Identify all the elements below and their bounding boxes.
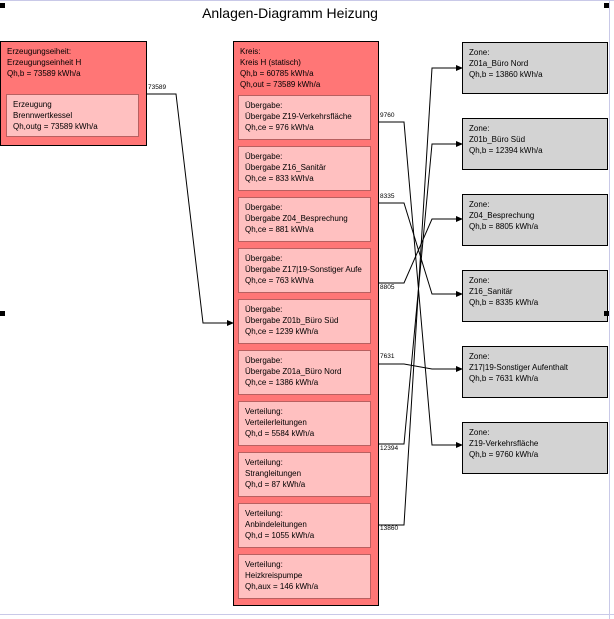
node-text: Zone: bbox=[469, 276, 490, 285]
diagram-title: Anlagen-Diagramm Heizung bbox=[202, 5, 378, 21]
selection-handle[interactable] bbox=[604, 3, 609, 8]
edge-to-z19 bbox=[378, 121, 463, 448]
node-text: Qh,b = 73589 kWh/a bbox=[7, 69, 81, 78]
verteilung-strangleitungen-node[interactable]: Verteilung: Strangleitungen Qh,d = 87 kW… bbox=[238, 452, 371, 497]
node-text: Heizkreispumpe bbox=[245, 571, 303, 580]
node-text: Erzeugung bbox=[13, 100, 52, 109]
zone-z04-node[interactable]: Zone: Z04_Besprechung Qh,b = 8805 kWh/a bbox=[462, 194, 608, 246]
node-text: Qh,ce = 763 kWh/a bbox=[245, 276, 314, 285]
node-text: Zone: bbox=[469, 200, 490, 209]
zone-z17-node[interactable]: Zone: Z17|19-Sonstiger Aufenthalt Qh,b =… bbox=[462, 346, 608, 398]
verteilung-verteilerleitungen-node[interactable]: Verteilung: Verteilerleitungen Qh,d = 55… bbox=[238, 401, 371, 446]
node-text: Qh,d = 87 kWh/a bbox=[245, 480, 306, 489]
node-text: Qh,ce = 976 kWh/a bbox=[245, 123, 314, 132]
selection-handle[interactable] bbox=[0, 3, 5, 8]
zone-z16-node[interactable]: Zone: Z16_Sanitär Qh,b = 8335 kWh/a bbox=[462, 270, 608, 322]
node-text: Zone: bbox=[469, 352, 490, 361]
node-text: Erzeugungseiheit: bbox=[7, 47, 72, 56]
node-text: Kreis: bbox=[240, 47, 261, 56]
node-text: Qh,b = 7631 kWh/a bbox=[469, 374, 539, 383]
uebergabe-z01b-node[interactable]: Übergabe: Übergabe Z01b_Büro Süd Qh,ce =… bbox=[238, 299, 371, 344]
node-text: Verteilung: bbox=[245, 458, 283, 467]
zone-z01a-node[interactable]: Zone: Z01a_Büro Nord Qh,b = 13860 kWh/a bbox=[462, 42, 608, 94]
node-text: Qh,ce = 1386 kWh/a bbox=[245, 378, 319, 387]
node-text: Qh,b = 8335 kWh/a bbox=[469, 298, 539, 307]
flow-label: 7631 bbox=[380, 353, 395, 360]
flow-label: 8805 bbox=[380, 284, 395, 291]
node-text: Übergabe: bbox=[245, 305, 283, 314]
node-text: Qh,ce = 1239 kWh/a bbox=[245, 327, 319, 336]
zone-z01b-node[interactable]: Zone: Z01b_Büro Süd Qh,b = 12394 kWh/a bbox=[462, 118, 608, 170]
edge-to-z01a bbox=[378, 65, 463, 526]
edge-to-z04 bbox=[378, 216, 463, 284]
flow-label: 13860 bbox=[380, 525, 399, 532]
edge-to-z17 bbox=[378, 363, 463, 372]
node-text: Zone: bbox=[469, 48, 490, 57]
node-text: Verteilung: bbox=[245, 560, 283, 569]
flow-label-main: 73589 bbox=[148, 84, 167, 91]
selection-handle[interactable] bbox=[604, 311, 609, 316]
flow-label: 8335 bbox=[380, 193, 395, 200]
page-border-top bbox=[0, 0, 614, 1]
node-text: Übergabe: bbox=[245, 203, 283, 212]
edge-erzeugung-kreis bbox=[146, 93, 234, 326]
node-text: Übergabe Z01a_Büro Nord bbox=[245, 367, 342, 376]
node-text: Brennwertkessel bbox=[13, 111, 73, 120]
node-text: Qh,d = 1055 kWh/a bbox=[245, 531, 315, 540]
node-text: Übergabe: bbox=[245, 152, 283, 161]
flow-label: 12394 bbox=[380, 445, 399, 452]
node-text: Zone: bbox=[469, 124, 490, 133]
node-text: Qh,b = 9760 kWh/a bbox=[469, 450, 539, 459]
node-text: Qh,ce = 881 kWh/a bbox=[245, 225, 314, 234]
node-text: Qh,ce = 833 kWh/a bbox=[245, 174, 314, 183]
node-text: Qh,b = 13860 kWh/a bbox=[469, 70, 543, 79]
uebergabe-z17-node[interactable]: Übergabe: Übergabe Z17|19-Sonstiger Aufe… bbox=[238, 248, 371, 293]
node-text: Qh,b = 60785 kWh/a bbox=[240, 69, 314, 78]
node-text: Übergabe Z01b_Büro Süd bbox=[245, 316, 339, 325]
node-text: Z04_Besprechung bbox=[469, 211, 535, 220]
verteilung-anbindeleitungen-node[interactable]: Verteilung: Anbindeleitungen Qh,d = 1055… bbox=[238, 503, 371, 548]
selection-handle[interactable] bbox=[0, 311, 5, 316]
verteilung-heizkreispumpe-node[interactable]: Verteilung: Heizkreispumpe Qh,aux = 146 … bbox=[238, 554, 371, 599]
node-text: Qh,outg = 73589 kWh/a bbox=[13, 122, 98, 131]
edge-to-z16 bbox=[378, 202, 463, 297]
node-text: Verteilung: bbox=[245, 509, 283, 518]
page-border-right bbox=[609, 0, 610, 619]
node-text: Z01b_Büro Süd bbox=[469, 135, 526, 144]
node-text: Strangleitungen bbox=[245, 469, 302, 478]
uebergabe-z16-node[interactable]: Übergabe: Übergabe Z16_Sanitär Qh,ce = 8… bbox=[238, 146, 371, 191]
node-text: Zone: bbox=[469, 428, 490, 437]
uebergabe-z19-node[interactable]: Übergabe: Übergabe Z19-Verkehrsfläche Qh… bbox=[238, 95, 371, 140]
erzeugung-node[interactable]: Erzeugung Brennwertkessel Qh,outg = 7358… bbox=[6, 94, 139, 137]
page-border-bottom bbox=[0, 614, 614, 615]
node-text: Übergabe Z04_Besprechung bbox=[245, 214, 348, 223]
node-text: Erzeugungseinheit H bbox=[7, 58, 82, 67]
zone-z19-node[interactable]: Zone: Z19-Verkehrsfläche Qh,b = 9760 kWh… bbox=[462, 422, 608, 474]
node-text: Übergabe Z17|19-Sonstiger Aufe bbox=[245, 265, 362, 274]
node-text: Übergabe Z19-Verkehrsfläche bbox=[245, 112, 352, 121]
node-text: Anbindeleitungen bbox=[245, 520, 307, 529]
node-text: Z16_Sanitär bbox=[469, 287, 513, 296]
node-text: Qh,b = 12394 kWh/a bbox=[469, 146, 543, 155]
flow-label: 9760 bbox=[380, 112, 395, 119]
uebergabe-z04-node[interactable]: Übergabe: Übergabe Z04_Besprechung Qh,ce… bbox=[238, 197, 371, 242]
node-text: Übergabe: bbox=[245, 101, 283, 110]
node-text: Übergabe Z16_Sanitär bbox=[245, 163, 326, 172]
node-text: Verteilerleitungen bbox=[245, 418, 307, 427]
node-text: Z17|19-Sonstiger Aufenthalt bbox=[469, 363, 569, 372]
node-text: Qh,d = 5584 kWh/a bbox=[245, 429, 315, 438]
node-text: Verteilung: bbox=[245, 407, 283, 416]
node-text: Übergabe: bbox=[245, 356, 283, 365]
node-text: Qh,aux = 146 kWh/a bbox=[245, 582, 319, 591]
node-text: Kreis H (statisch) bbox=[240, 58, 301, 67]
node-text: Z19-Verkehrsfläche bbox=[469, 439, 539, 448]
uebergabe-z01a-node[interactable]: Übergabe: Übergabe Z01a_Büro Nord Qh,ce … bbox=[238, 350, 371, 395]
node-text: Qh,b = 8805 kWh/a bbox=[469, 222, 539, 231]
node-text: Z01a_Büro Nord bbox=[469, 59, 529, 68]
node-text: Qh,out = 73589 kWh/a bbox=[240, 80, 321, 89]
node-text: Übergabe: bbox=[245, 254, 283, 263]
